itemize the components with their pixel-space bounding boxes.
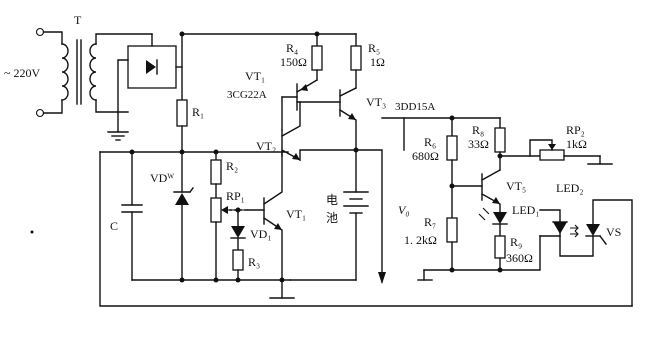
transistor-VT5[interactable]: VT₅ <box>451 169 526 213</box>
VT3-label: VT₃ <box>366 95 386 109</box>
R1-label: R₁ <box>192 105 204 119</box>
transformer-label: T <box>74 13 82 27</box>
VT1-bottom-label: VT₁ <box>286 207 306 221</box>
transistor-VT2[interactable]: VT₂ <box>256 96 357 162</box>
resistor-R8[interactable]: R₈ 33Ω <box>468 117 506 171</box>
resistor-R5[interactable]: R₅ 1Ω <box>350 33 385 89</box>
battery[interactable]: 电 池 <box>326 149 369 281</box>
transformer: T <box>61 13 153 113</box>
transistor-VT1-bottom[interactable]: VT₁ <box>247 151 306 281</box>
VDW-label: VDᵂ <box>150 171 174 185</box>
C-label: C <box>110 219 118 233</box>
VS-label: VS <box>606 225 621 239</box>
R8-label: R₈ <box>472 123 484 137</box>
LED2-label: LED₂ <box>556 181 584 195</box>
RP2-value: 1kΩ <box>566 137 587 151</box>
RP1-label: RP₁ <box>226 189 245 203</box>
LED1-label: LED₁ <box>512 203 540 217</box>
potentiometer-RP1[interactable]: RP₁ <box>210 189 249 281</box>
resistor-R3[interactable]: R₃ <box>232 249 260 281</box>
resistor-R7[interactable]: R₇ 1. 2kΩ <box>404 185 458 271</box>
resistor-R1[interactable]: R₁ <box>176 33 204 153</box>
ac-terminal-bottom[interactable] <box>35 108 45 118</box>
R4-value: 150Ω <box>280 55 307 69</box>
ac-input: ~ 220V <box>4 27 63 118</box>
R7-value: 1. 2kΩ <box>404 233 437 247</box>
VT1-top-label: VT₁ <box>245 69 265 83</box>
R6-value: 680Ω <box>412 149 439 163</box>
R5-value: 1Ω <box>370 55 385 69</box>
battery-label-1: 电 <box>326 193 338 207</box>
VT5-label: VT₅ <box>506 179 526 193</box>
R3-label: R₃ <box>248 255 260 269</box>
R7-label: R₇ <box>424 215 436 229</box>
capacitor-C[interactable]: C <box>110 151 143 281</box>
output-voltage-arrow: 3DD15A V₀ <box>355 101 435 284</box>
transistor-VT1-top[interactable]: VT₁ 3CG22A <box>227 69 341 111</box>
led-LED1[interactable]: LED₁ <box>478 203 540 225</box>
feedback-wire <box>99 151 633 307</box>
resistor-R4[interactable]: R₄ 150Ω <box>280 33 323 81</box>
resistor-R6[interactable]: R₆ 680Ω <box>412 117 458 187</box>
RP2-label: RP₂ <box>566 123 585 137</box>
R9-value: 360Ω <box>506 251 533 265</box>
VT3-model: 3DD15A <box>395 101 435 113</box>
ac-input-label: ~ 220V <box>4 66 40 80</box>
R6-label: R₆ <box>424 135 436 149</box>
potentiometer-RP2[interactable]: RP₂ 1kΩ <box>499 123 613 165</box>
R5-label: R₅ <box>368 41 380 55</box>
secondary-coil <box>89 43 97 101</box>
diode-VD1[interactable]: VD₁ <box>230 209 272 251</box>
R4-label: R₄ <box>286 41 298 55</box>
primary-coil <box>61 43 69 101</box>
R9-label: R₉ <box>510 235 522 249</box>
battery-label-2: 池 <box>326 211 338 225</box>
transistor-VT3[interactable]: VT₃ <box>339 87 386 151</box>
R2-label: R₂ <box>226 159 238 173</box>
bridge-rectifier <box>107 33 183 141</box>
ac-terminal-top[interactable] <box>35 27 45 37</box>
VT2-label: VT₂ <box>256 139 276 153</box>
resistor-R9[interactable]: R₉ 360Ω <box>494 223 533 271</box>
V0-label: V₀ <box>398 203 410 217</box>
VD1-label: VD₁ <box>250 227 272 241</box>
R8-value: 33Ω <box>468 137 489 151</box>
optocoupler-LED2-VS[interactable]: LED₂ VS <box>539 181 633 307</box>
VT1-top-model: 3CG22A <box>227 89 267 101</box>
zener-VDW[interactable]: VDᵂ <box>150 151 194 281</box>
resistor-R2[interactable]: R₂ <box>210 151 238 199</box>
